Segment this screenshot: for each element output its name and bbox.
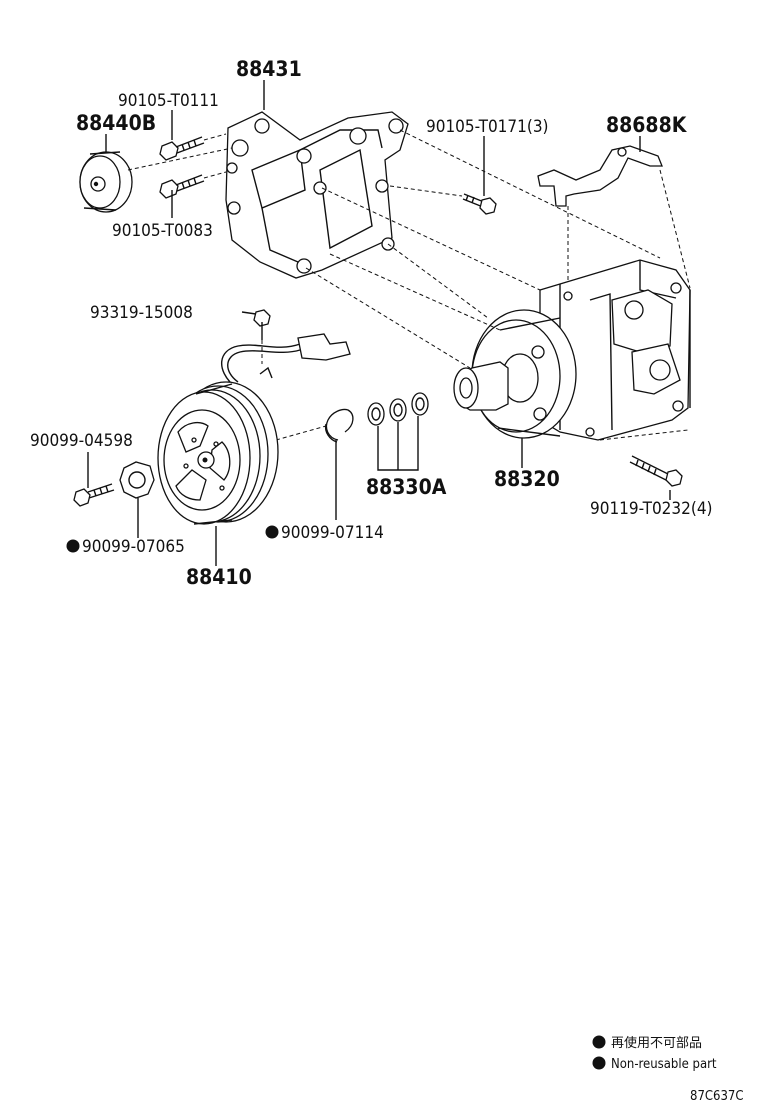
label-90119-T0232: 90119-T0232(4)	[590, 499, 713, 519]
figure-code: 87C637C	[690, 1089, 744, 1104]
label-88440B: 88440B	[76, 111, 156, 135]
clutch-wire-connector	[220, 333, 351, 387]
bolt-90105-T0083	[159, 174, 205, 199]
label-90099-04598: 90099-04598	[30, 431, 133, 451]
label-90105-T0111: 90105-T0111	[118, 91, 219, 111]
shim-plate-90099-07065	[119, 461, 155, 499]
label-88320: 88320	[494, 467, 560, 491]
idler-pulley	[79, 151, 133, 213]
label-90099-07065: 90099-07065	[82, 537, 185, 557]
bolt-90105-T0171	[462, 193, 497, 215]
bolt-90105-T0111	[159, 136, 205, 161]
clutch-pulley-88410	[157, 381, 279, 525]
screw-93319-15008	[253, 309, 271, 340]
label-88431: 88431	[236, 57, 302, 81]
label-90099-07114: 90099-07114	[281, 523, 384, 543]
non-reusable-marker	[265, 525, 279, 539]
non-reusable-marker	[66, 539, 80, 553]
legend-marker	[592, 1035, 606, 1049]
shims-88330A	[367, 392, 429, 426]
label-88410: 88410	[186, 565, 252, 589]
label-88688K: 88688K	[606, 113, 688, 137]
label-88330A: 88330A	[366, 475, 447, 499]
legend-marker	[592, 1056, 606, 1070]
bolt-90099-04598	[73, 483, 115, 507]
label-93319-15008: 93319-15008	[90, 303, 193, 323]
legend: 再使用不可部品 Non-reusable part	[592, 1035, 717, 1072]
small-bracket-88688K	[537, 145, 663, 207]
label-90105-T0171: 90105-T0171(3)	[426, 117, 549, 137]
legend-japanese: 再使用不可部品	[611, 1035, 702, 1051]
compressor-88320	[453, 259, 691, 441]
snap-ring-90099-07114	[324, 408, 354, 443]
compressor-bracket	[225, 111, 409, 279]
leader-lines	[87, 80, 671, 566]
legend-english: Non-reusable part	[611, 1057, 717, 1072]
bolt-90119-T0232	[629, 455, 683, 487]
label-90105-T0083: 90105-T0083	[112, 221, 213, 241]
